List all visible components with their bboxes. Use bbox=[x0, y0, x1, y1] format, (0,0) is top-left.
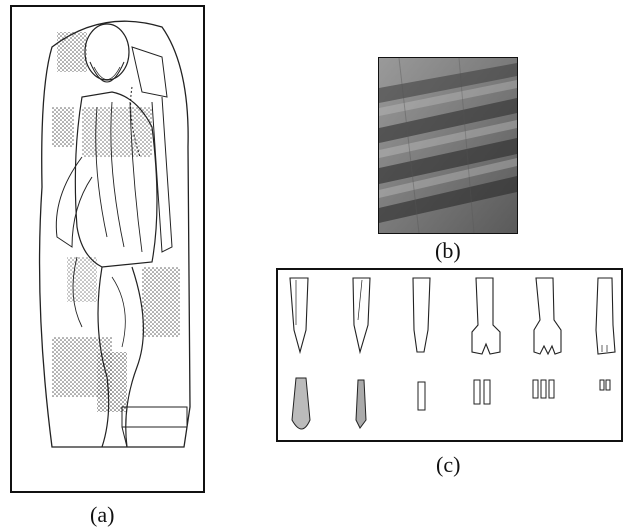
stone-surface-photo bbox=[378, 57, 518, 234]
chisel-tools-drawing bbox=[289, 277, 616, 430]
relief-drawing-panel bbox=[10, 5, 205, 493]
chisel-tools-panel bbox=[276, 268, 623, 442]
caption-b: (b) bbox=[435, 238, 461, 263]
caption-a: (a) bbox=[90, 502, 115, 527]
stone-surface-image bbox=[379, 58, 517, 233]
caption-c: (c) bbox=[436, 452, 461, 477]
relief-drawing bbox=[38, 20, 191, 448]
